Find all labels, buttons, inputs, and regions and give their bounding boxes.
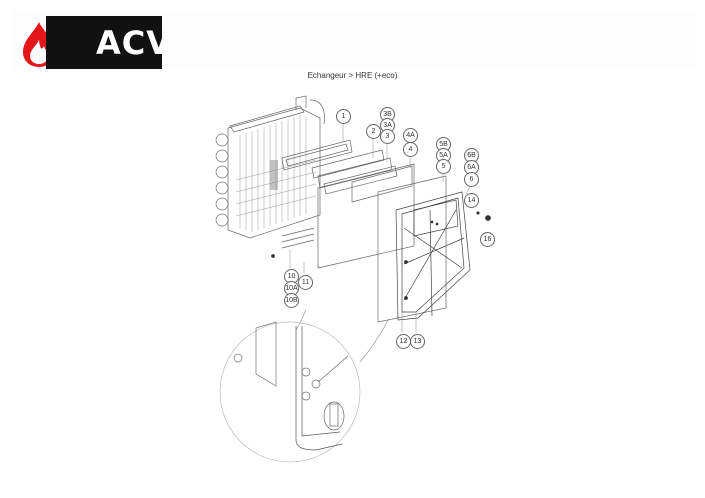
logo-text: ACV [96,24,173,62]
detail-view [219,321,361,463]
callout-6[interactable]: 6 [464,172,479,187]
callout-1[interactable]: 1 [336,109,351,124]
callout-11[interactable]: 11 [298,275,313,290]
frames-2-3 [311,149,398,195]
callout-5[interactable]: 5 [436,159,451,174]
leader-lines [289,122,472,333]
callout-14[interactable]: 14 [464,193,479,208]
callout-4a[interactable]: 4A [403,128,418,143]
detail-arrows [295,309,389,363]
callout-10[interactable]: 10 [284,269,299,284]
callout-2[interactable]: 2 [366,124,381,139]
panel-4 [317,163,415,269]
breadcrumb: Echangeur > HRE (+eco) [307,71,398,80]
callout-13[interactable]: 13 [410,334,425,349]
callout-4[interactable]: 4 [403,142,418,157]
front-cover-6 [395,191,471,321]
callout-10b[interactable]: 10B [284,293,299,308]
heat-exchanger [215,95,325,239]
callout-16[interactable]: 16 [480,232,495,247]
bars-10 [281,227,315,249]
gasket-1 [281,139,353,171]
callout-3[interactable]: 3 [380,129,395,144]
callout-12[interactable]: 12 [396,334,411,349]
acv-logo[interactable]: ACV [14,16,171,70]
logo-box: ACV [46,16,171,69]
gasket-5 [377,175,447,323]
bolts [271,211,491,300]
